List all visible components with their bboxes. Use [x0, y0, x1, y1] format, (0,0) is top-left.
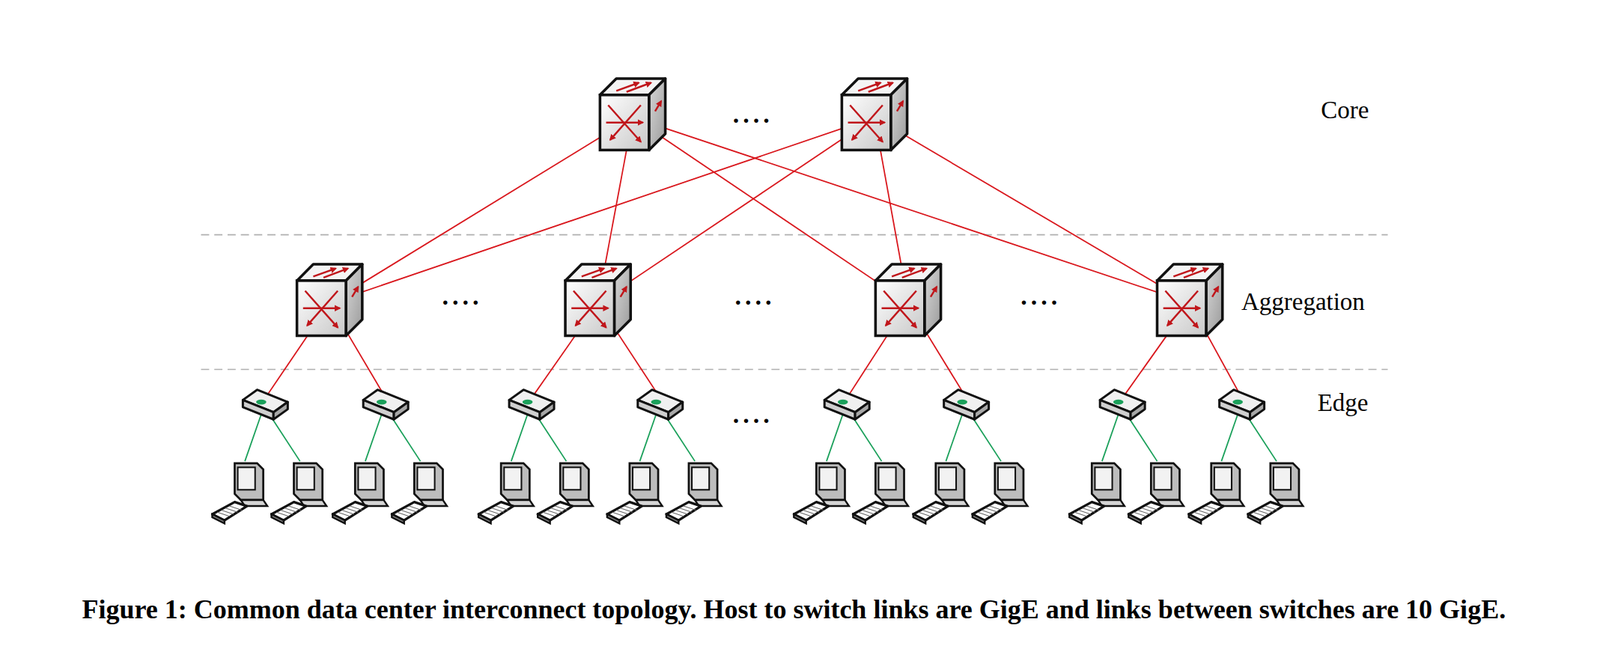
tier-label: Core — [1320, 96, 1369, 124]
host-computer — [972, 463, 1028, 524]
ten-gige-link — [632, 117, 1190, 304]
edge-switch — [637, 390, 683, 421]
host-computer — [391, 463, 447, 524]
gige-link — [1221, 414, 1238, 462]
gige-link — [945, 414, 963, 462]
tier-separator — [200, 369, 1388, 371]
host-computer — [666, 463, 722, 524]
gige-link — [826, 414, 844, 462]
tier-label: Aggregation — [1241, 288, 1365, 316]
ellipsis: .... — [735, 282, 776, 310]
gige-link — [970, 414, 1002, 462]
switch-cube — [297, 264, 363, 336]
tier-separators — [200, 235, 1388, 370]
switch-cube — [875, 264, 941, 336]
gige-link — [664, 414, 695, 462]
switch-links — [265, 117, 1242, 399]
host-computer — [852, 463, 909, 524]
gige-link — [1245, 414, 1277, 462]
edge-switch — [944, 390, 990, 421]
edge-switch — [363, 390, 409, 421]
ten-gige-link — [874, 117, 1190, 304]
host-computer — [271, 463, 328, 524]
gige-link — [536, 414, 567, 462]
ellipsis: .... — [441, 282, 483, 310]
gige-link — [511, 414, 528, 462]
host-computer — [332, 463, 388, 524]
gige-link — [1126, 414, 1158, 462]
gige-link — [640, 414, 657, 462]
switch-cube — [1157, 264, 1223, 336]
host-computer — [537, 463, 593, 524]
host-computer — [1069, 463, 1125, 524]
host-computer — [478, 463, 534, 524]
gige-link — [390, 414, 421, 462]
switch-cube — [599, 78, 665, 150]
edge-switch — [824, 390, 870, 421]
host-computer — [607, 463, 663, 524]
switch-cube — [841, 78, 907, 150]
host-computer — [793, 463, 850, 524]
devices — [211, 78, 1303, 524]
edge-switch — [1219, 390, 1265, 421]
edge-switch — [509, 390, 555, 421]
ellipsis: .... — [732, 100, 774, 129]
edge-switch — [242, 390, 288, 421]
gige-link — [244, 414, 262, 462]
edge-switch — [1099, 390, 1145, 421]
tier-label: Edge — [1317, 389, 1369, 417]
host-computer — [1188, 463, 1245, 524]
gige-link — [851, 414, 882, 462]
gige-link — [1102, 414, 1119, 462]
host-computer — [1248, 463, 1304, 524]
ten-gige-link — [329, 117, 633, 304]
host-computer — [913, 463, 969, 524]
switch-cube — [565, 264, 631, 336]
figure-caption: Figure 1: Common data center interconnec… — [82, 595, 1507, 626]
gige-link — [365, 414, 382, 462]
gige-link — [269, 414, 301, 462]
host-computer — [1128, 463, 1184, 524]
host-computer — [211, 463, 268, 524]
ellipsis: .... — [732, 400, 774, 429]
tier-separator — [200, 234, 1388, 236]
ellipsis: .... — [1020, 282, 1061, 310]
